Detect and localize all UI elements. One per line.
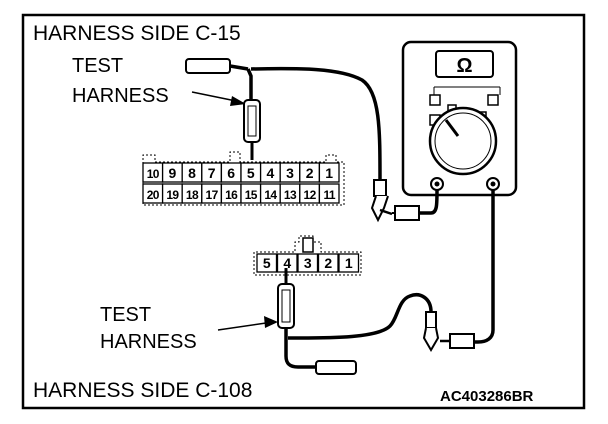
c15-pin-label: 2 — [306, 165, 314, 181]
c15-pin-label: 10 — [147, 167, 160, 181]
c108-pin-label: 3 — [304, 255, 312, 271]
meter-lead-right — [288, 190, 495, 352]
c15-pin-label: 1 — [325, 165, 333, 181]
c108-pin-cell — [317, 253, 339, 273]
meter-lead-left — [370, 179, 439, 223]
top-test-harness — [185, 58, 382, 181]
c108-pin-label: 1 — [345, 255, 353, 271]
diagram-border — [21, 13, 586, 410]
test-harness-bottom-arrow — [217, 316, 278, 331]
c15-pin-label: 7 — [208, 165, 216, 181]
test-harness-top-arrow — [191, 91, 246, 106]
c108-pin-label: 2 — [324, 255, 332, 271]
ohm-symbol: Ω — [456, 55, 472, 77]
c15-pin-cell — [318, 183, 340, 204]
meter-display — [435, 50, 494, 78]
c15-pin-label: 3 — [286, 165, 294, 181]
c15-pin-label: 12 — [304, 188, 317, 202]
test-harness-top-label-line1: TEST — [72, 55, 123, 77]
c15-pin-label: 13 — [284, 188, 297, 202]
c15-pin-label: 19 — [166, 188, 179, 202]
c15-pin-label: 5 — [247, 165, 255, 181]
bottom-title: HARNESS SIDE C-108 — [33, 379, 252, 402]
c15-pin-label: 6 — [227, 165, 235, 181]
figure-id: AC403286BR — [440, 388, 534, 405]
test-harness-bottom-label-line2: HARNESS — [100, 331, 197, 353]
c15-pin-label: 16 — [225, 188, 238, 202]
c15-pin-label: 14 — [264, 188, 277, 202]
c15-pin-label: 9 — [169, 165, 177, 181]
c15-pin-label: 18 — [186, 188, 199, 202]
c108-pin-cell — [256, 253, 278, 273]
c108-pin-label: 4 — [283, 255, 291, 271]
c15-pin-cell — [318, 162, 340, 183]
c15-pin-label: 11 — [323, 188, 335, 202]
c15-pin-label: 17 — [206, 188, 219, 202]
selector-dial — [428, 106, 498, 176]
bottom-test-harness — [277, 268, 357, 375]
c15-pin-label: 20 — [147, 188, 160, 202]
multimeter: Ω — [401, 40, 518, 197]
c108-pin-cell — [297, 253, 319, 273]
test-harness-bottom-label-line1: TEST — [100, 304, 151, 326]
c15-pin-label: 8 — [188, 165, 196, 181]
c108-pin-cell — [338, 253, 360, 273]
top-title: HARNESS SIDE C-15 — [33, 22, 241, 45]
c15-pin-label: 4 — [267, 165, 275, 181]
test-harness-top-label-line2: HARNESS — [72, 85, 169, 107]
c108-pin-label: 5 — [263, 255, 271, 271]
c15-pin-label: 15 — [245, 188, 258, 202]
